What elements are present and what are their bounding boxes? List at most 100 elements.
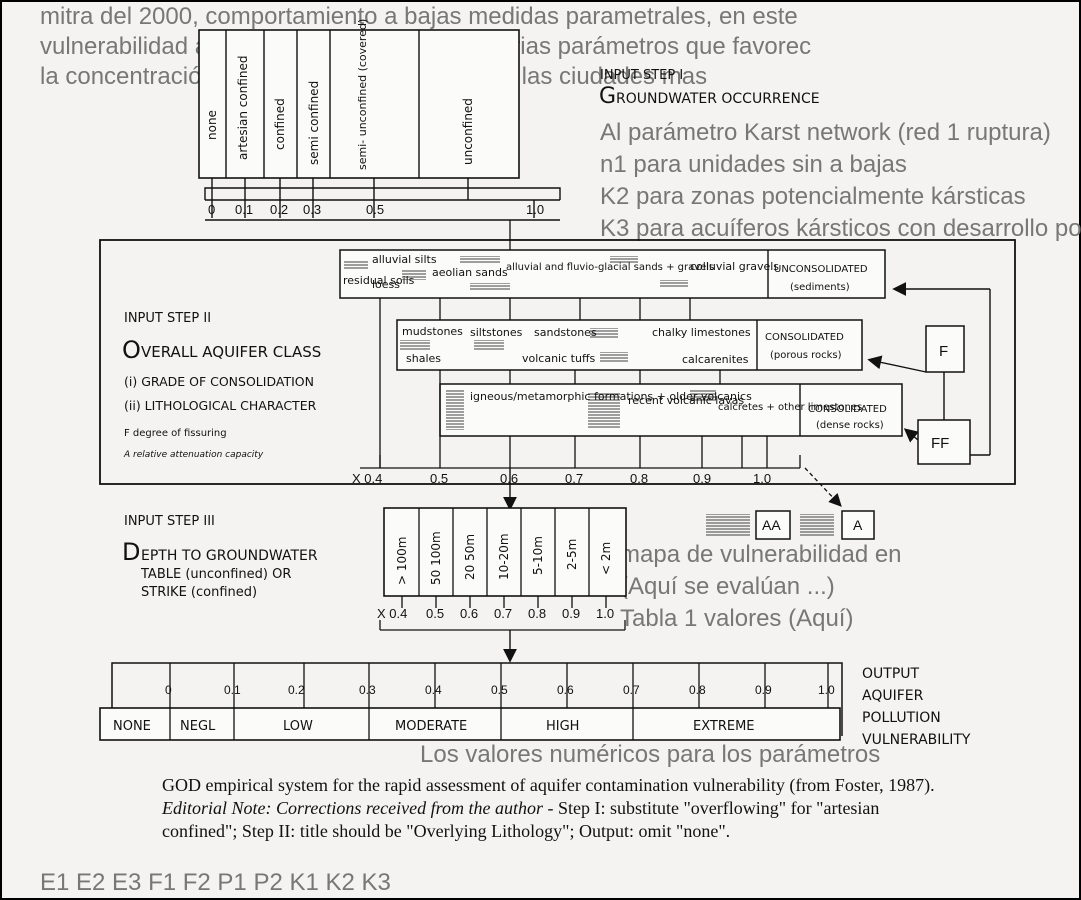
step2-item-sandstones: sandstones: [534, 326, 597, 339]
step2-value: 0.6: [500, 471, 518, 486]
step3-multiplier: X 0.4: [377, 606, 407, 621]
step3-value: 0.6: [460, 606, 478, 621]
output-value: 0.7: [623, 683, 640, 697]
output-value: 0.3: [359, 683, 376, 697]
step1-values: 0 0.1 0.2 0.3 0.5 1.0: [208, 202, 544, 217]
output-title-line: OUTPUT: [862, 666, 920, 682]
caption-main: GOD empirical system for the rapid asses…: [162, 775, 935, 795]
output-value: 0.1: [224, 683, 241, 697]
output-value: 0.8: [689, 683, 706, 697]
step2-value: 0.8: [630, 471, 648, 486]
output-class-extreme: EXTREME: [693, 719, 755, 734]
step2-line2: (ii) LITHOLOGICAL CHARACTER: [124, 398, 317, 413]
step2-subtitle: VERALL AQUIFER CLASS: [141, 343, 321, 361]
step3-line2: TABLE (unconfined) OR: [140, 567, 291, 582]
step2-class-unconsolidated: UNCONSOLIDATED: [774, 264, 868, 275]
step2-class-consolidated-porous: CONSOLIDATED: [765, 332, 844, 343]
step2-line1: (i) GRADE OF CONSOLIDATION: [124, 374, 314, 389]
output-title-line: POLLUTION: [862, 710, 941, 726]
step3-col: < 2m: [599, 542, 613, 575]
output-values: 0 0.1 0.2 0.3 0.4 0.5 0.6 0.7 0.8 0.9 1.…: [165, 683, 835, 697]
step1-title: INPUT STEP I: [600, 68, 683, 83]
step1-value: 1.0: [526, 202, 544, 217]
step2-item-shales: shales: [406, 352, 441, 365]
step2-item-mudstones: mudstones: [402, 325, 463, 338]
step2-note-f: F degree of fissuring: [124, 428, 227, 439]
step3-subtitle: EPTH TO GROUNDWATER: [141, 548, 318, 564]
step2-sub-dense-rocks: (dense rocks): [816, 420, 884, 431]
output-value: 1.0: [818, 683, 835, 697]
step1-col-semi-confined: semi confined: [307, 81, 321, 165]
output-class-none: NONE: [113, 719, 151, 734]
step2-row-unconsolidated: residual soils alluvial silts loess aeol…: [340, 250, 885, 298]
step2-item-loess: loess: [372, 278, 400, 291]
f-box-label: F: [939, 343, 948, 360]
step3-col: 2-5m: [565, 539, 579, 570]
step2-item-alluvial-silts: alluvial silts: [372, 253, 437, 266]
step1-value: 0.3: [303, 202, 321, 217]
step2-value: 0.9: [693, 471, 711, 486]
step1-col-semi-unconfined: semi- unconfined (covered): [356, 19, 369, 170]
step1-value: 0.2: [270, 202, 288, 217]
step1-subtitle-initial: G: [599, 84, 616, 109]
step1-column-table: none artesian confined confined semi con…: [199, 19, 519, 178]
step3-subtitle-initial: D: [122, 538, 140, 566]
step2-value: 0.7: [565, 471, 583, 486]
output-class-moderate: MODERATE: [395, 719, 467, 734]
step2-item-colluvial-gravels: colluvial gravels: [690, 260, 779, 273]
step2-row-consolidated-porous: mudstones shales siltstones sandstones v…: [397, 320, 862, 370]
step2-value: 0.5: [430, 471, 448, 486]
step1-col-artesian: artesian confined: [236, 56, 250, 160]
output-title-line: AQUIFER: [862, 688, 924, 704]
output-value: 0.9: [755, 683, 772, 697]
step2-item-aeolian-sands: aeolian sands: [432, 266, 508, 279]
step2-class-consolidated-dense: CONSOLIDATED: [808, 404, 887, 415]
output-title: OUTPUT AQUIFER POLLUTION VULNERABILITY: [862, 666, 971, 748]
step1-value: 0.5: [366, 202, 384, 217]
step2-item-alluvial-fluvio: alluvial and fluvio-glacial sands + grav…: [506, 262, 714, 273]
step3-value: 1.0: [596, 606, 614, 621]
output-class-negl: NEGL: [180, 719, 216, 734]
step2-sub-sediments: (sediments): [790, 282, 850, 293]
step3-values: X 0.4 0.5 0.6 0.7 0.8 0.9 1.0: [377, 606, 614, 621]
step2-subtitle-initial: O: [122, 336, 141, 364]
step3-value: 0.9: [562, 606, 580, 621]
step3-col: 5-10m: [531, 536, 545, 575]
ff-box-label: FF: [931, 435, 949, 452]
step2-sub-porous-rocks: (porous rocks): [770, 350, 842, 361]
step2-title: INPUT STEP II: [124, 311, 211, 326]
step3-value: 0.8: [528, 606, 546, 621]
output-value: 0.2: [288, 683, 305, 697]
step2-value: 1.0: [753, 471, 771, 486]
step3-col: 20 50m: [463, 534, 477, 580]
caption-editorial-note: Editorial Note: Corrections received fro…: [162, 798, 543, 818]
step1-col-none: none: [205, 110, 219, 140]
step2-item-calcarenites: calcarenites: [682, 353, 749, 366]
step1-col-unconfined: unconfined: [461, 98, 475, 165]
step3-title: INPUT STEP III: [124, 514, 215, 529]
step3-line3: STRIKE (confined): [141, 585, 257, 600]
step1-subtitle: ROUNDWATER OCCURRENCE: [616, 91, 820, 107]
step3-col: > 100m: [395, 537, 409, 585]
output-title-line: VULNERABILITY: [862, 732, 971, 748]
output-class-low: LOW: [283, 719, 313, 734]
step2-item-siltstones: siltstones: [470, 326, 523, 339]
legend-a: A: [853, 517, 863, 533]
legend-aa: AA: [762, 517, 781, 533]
step2-multiplier: X 0.4: [352, 471, 382, 486]
step2-item-volcanic-tuffs: volcanic tuffs: [522, 352, 596, 365]
step3-col: 50 100m: [429, 531, 443, 585]
output-value: 0: [165, 683, 172, 697]
step1-col-confined: confined: [273, 98, 287, 150]
output-value: 0.5: [491, 683, 508, 697]
output-value: 0.6: [557, 683, 574, 697]
output-value: 0.4: [425, 683, 442, 697]
step3-col: 10-20m: [497, 533, 511, 580]
step1-value: 0.1: [235, 202, 253, 217]
step1-value: 0: [208, 202, 215, 217]
step2-row-consolidated-dense: igneous/metamorphic formations + older v…: [440, 384, 902, 436]
step2-note-a: A relative attenuation capacity: [123, 450, 264, 460]
attenuation-legend: AA A: [706, 468, 874, 539]
output-class-high: HIGH: [546, 719, 579, 734]
